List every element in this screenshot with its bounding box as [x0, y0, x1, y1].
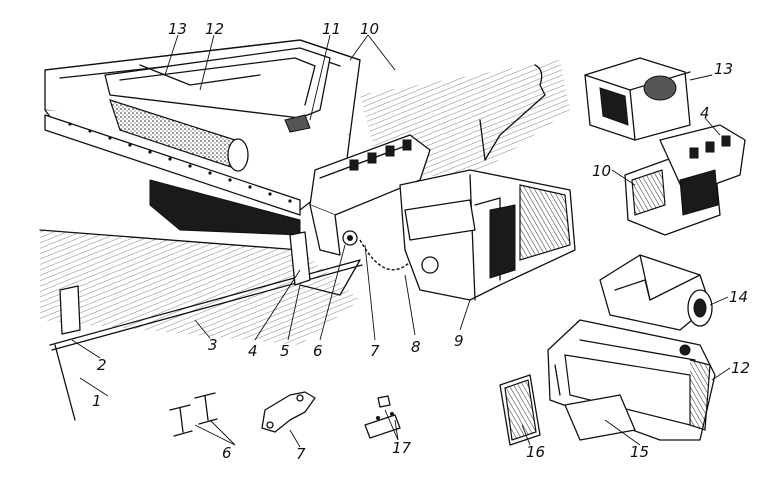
callout-17: 17	[392, 439, 412, 457]
callout-10-detail: 10	[592, 162, 611, 180]
callout-4: 4	[248, 342, 258, 360]
part-6-pins	[169, 392, 218, 437]
callout-7: 7	[370, 342, 380, 360]
callout-12: 12	[205, 20, 224, 38]
callout-3: 3	[208, 336, 218, 354]
part-7-clip	[261, 391, 316, 433]
part-10-bracket	[624, 124, 746, 236]
callout-11: 11	[322, 20, 341, 38]
callout-15: 15	[630, 443, 649, 461]
callout-14: 14	[729, 288, 748, 306]
hinge-bracket	[309, 134, 431, 256]
main-beam-assembly	[44, 39, 361, 236]
callout-12-detail: 12	[731, 359, 750, 377]
callout-6: 6	[313, 342, 323, 360]
part-14-fitting	[599, 254, 713, 331]
strut-and-lever	[49, 231, 363, 421]
callout-6-detail: 6	[222, 444, 232, 462]
callout-10: 10	[360, 20, 379, 38]
callout-2: 2	[97, 356, 107, 374]
callout-labels: 1 2 3 4 5 6 7 8 9 10 11 12 13 6 7 17 13 …	[92, 20, 750, 463]
handle-rod	[479, 64, 546, 161]
callout-8: 8	[411, 338, 421, 356]
callout-7-detail: 7	[296, 445, 306, 463]
part-13-block	[584, 57, 691, 141]
callout-9: 9	[454, 332, 464, 350]
callout-4-detail: 4	[700, 104, 710, 122]
callout-13-detail: 13	[714, 60, 733, 78]
callout-16: 16	[526, 443, 545, 461]
part-16-pad	[499, 374, 541, 446]
coupling-block	[399, 169, 576, 301]
callout-1: 1	[92, 392, 102, 410]
leader-lines	[71, 34, 731, 448]
callout-5: 5	[280, 342, 290, 360]
callout-13: 13	[168, 20, 187, 38]
part-17-fittings	[364, 395, 401, 439]
